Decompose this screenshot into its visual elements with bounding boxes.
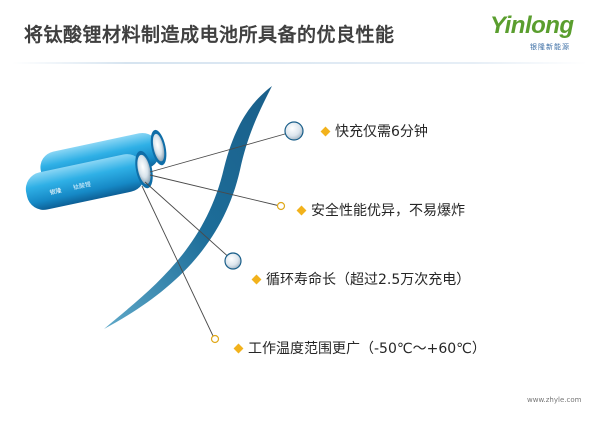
connector-lines: [141, 131, 293, 339]
logo-subtitle: 银隆新能源: [530, 43, 570, 51]
ribbon-curve: [104, 86, 272, 329]
bullet-diamond: [233, 343, 244, 353]
slide-title: 将钛酸锂材料制造成电池所具备的优良性能: [24, 24, 395, 46]
feature-label: 快充仅需6分钟: [335, 124, 428, 140]
feature-dot-1: [284, 121, 304, 141]
feature-safety: 安全性能优异，不易爆炸: [296, 200, 465, 220]
feature-dot-2: [276, 201, 286, 211]
bullet-diamond: [251, 274, 262, 284]
feature-temperature-range: 工作温度范围更广（-50℃～+60℃）: [233, 338, 486, 358]
title-divider: [12, 62, 587, 64]
bullet-diamond: [320, 126, 331, 136]
feature-cycle-life: 循环寿命长（超过2.5万次充电）: [251, 269, 471, 289]
logo-wordmark: Yinlong: [490, 12, 574, 39]
battery-front: 银隆 钛酸锂: [25, 150, 153, 210]
feature-fast-charge: 快充仅需6分钟: [320, 121, 428, 141]
feature-dot-4: [210, 334, 220, 344]
feature-dot-3: [224, 252, 242, 270]
battery-label-chem: 钛酸锂: [72, 180, 91, 192]
yinlong-logo: Yinlong 银隆新能源: [490, 12, 590, 58]
feature-label: 工作温度范围更广（-50℃～+60℃）: [248, 341, 486, 357]
feature-label: 循环寿命长（超过2.5万次充电）: [266, 272, 471, 288]
bullet-diamond: [296, 205, 307, 215]
watermark: www.zhyle.com: [527, 396, 582, 404]
battery-label-brand: 银隆: [49, 186, 62, 196]
feature-label: 安全性能优异，不易爆炸: [311, 203, 465, 219]
